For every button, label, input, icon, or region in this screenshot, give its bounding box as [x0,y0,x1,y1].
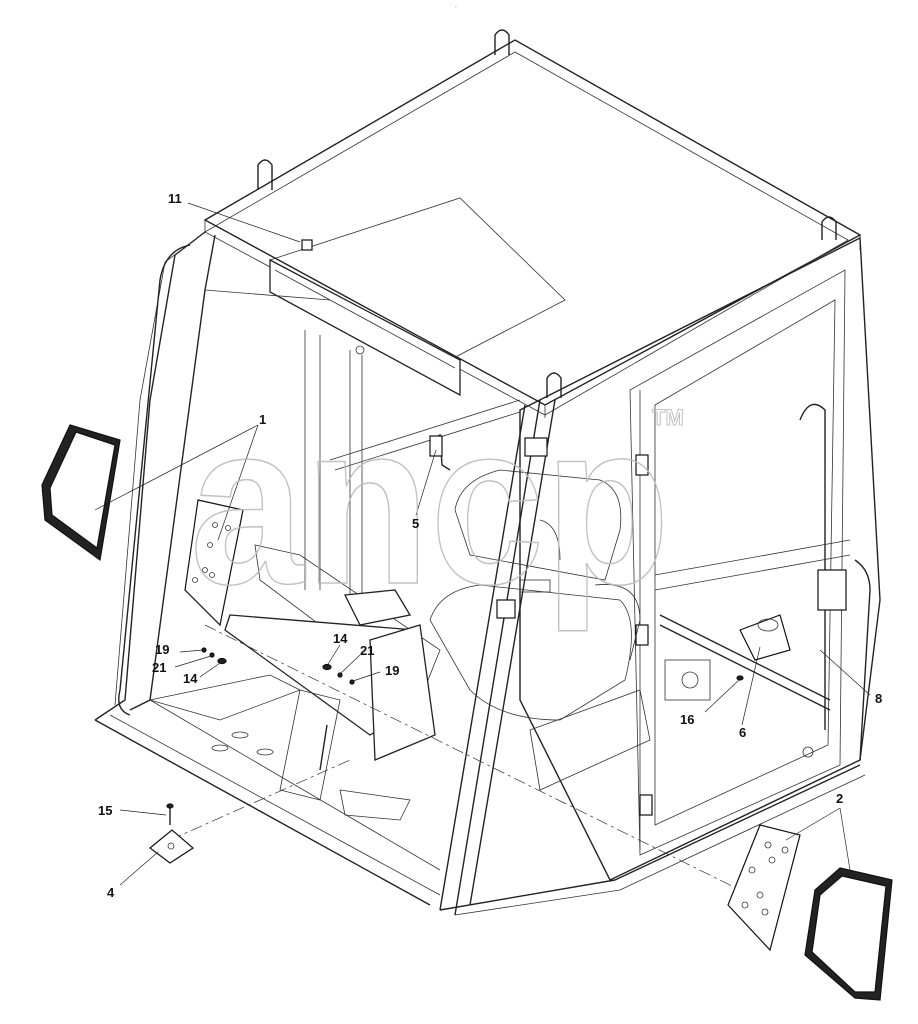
part-11-cap [301,239,313,251]
part-6-bracket [739,614,791,661]
cab-roof [203,39,862,418]
callout-21-left: 21 [152,660,166,675]
leader-lines [94,202,871,886]
watermark-tm: TM [652,405,684,430]
callout-labels: 11 1 5 19 21 14 14 21 19 16 6 8 2 15 4 [98,191,882,900]
fasteners-left [201,647,227,665]
callout-11: 11 [168,191,182,206]
roof-console [269,197,566,397]
hvac-rail [659,569,847,711]
callout-6: 6 [739,725,746,740]
callout-8: 8 [875,691,882,706]
callout-2: 2 [836,791,843,806]
callout-4: 4 [107,885,115,900]
callout-16: 16 [680,712,694,727]
fasteners-right [322,663,355,685]
side-plate-19 [369,624,436,761]
watermark-text: ancp [190,375,670,632]
callout-5: 5 [412,516,419,531]
part-2-cover [804,867,893,1001]
operator-seat [429,469,651,791]
explode-line-main [204,624,741,891]
cab-frame-back [304,330,521,600]
callout-19-right: 19 [385,663,399,678]
callout-21-right: 21 [360,643,374,658]
explode-line-4 [169,759,351,841]
callout-15: 15 [98,803,112,818]
callout-14-left: 14 [183,671,198,686]
callout-19-left: 19 [155,642,169,657]
watermark: ancp TM [189,374,684,633]
lifting-eyes [257,29,837,398]
part-1-plate [184,499,244,627]
part-2-plate [727,824,801,952]
callout-14-right: 14 [333,631,348,646]
part-16-screw [736,675,744,681]
part-15-bolt [166,803,174,825]
part-4-plate [149,829,194,864]
part-1-cover [41,424,121,562]
callout-1: 1 [259,412,266,427]
cab-frame-left [94,231,441,906]
header-mark: ° [455,5,457,10]
cab-floor [149,544,441,821]
